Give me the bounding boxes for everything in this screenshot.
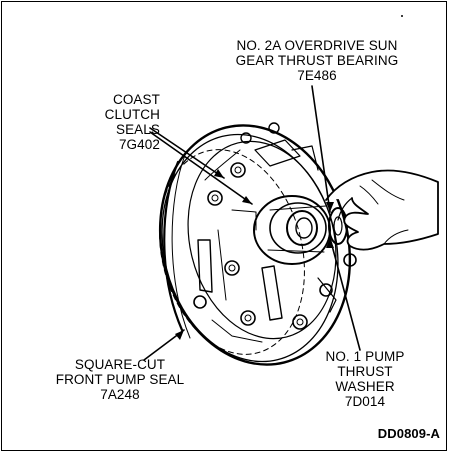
label-line: SEALS bbox=[115, 122, 160, 137]
label-line: GEAR THRUST BEARING bbox=[235, 53, 399, 68]
label-coast-clutch-seals: COAST CLUTCH SEALS 7G402 bbox=[70, 92, 160, 152]
label-line: SQUARE-CUT bbox=[74, 357, 166, 372]
leader-coast-2 bbox=[149, 131, 253, 205]
label-line: NO. 1 PUMP bbox=[325, 349, 405, 364]
leader-lines bbox=[143, 85, 361, 361]
leader-coast-1 bbox=[149, 127, 225, 179]
bolt-hole bbox=[207, 190, 223, 206]
pump-face bbox=[187, 140, 337, 340]
seal-groove bbox=[163, 160, 184, 332]
bolt-hole bbox=[292, 314, 308, 330]
bolt-hole bbox=[343, 253, 357, 267]
label-part-number: 7D014 bbox=[344, 394, 386, 409]
hub-middle bbox=[269, 202, 327, 254]
label-line: NO. 2A OVERDRIVE SUN bbox=[236, 38, 398, 53]
bolt-hole bbox=[230, 162, 246, 178]
hand bbox=[325, 169, 439, 251]
label-part-number: 7G402 bbox=[118, 137, 160, 152]
label-front-pump-seal: SQUARE-CUT FRONT PUMP SEAL 7A248 bbox=[40, 357, 200, 402]
label-line: CLUTCH bbox=[104, 107, 160, 122]
label-line: THRUST bbox=[337, 364, 393, 379]
label-part-number: 7A248 bbox=[100, 387, 140, 402]
pump-rear-edge bbox=[159, 149, 305, 355]
bolt-hole bbox=[193, 295, 207, 309]
oil-passage bbox=[197, 239, 213, 293]
leader-pump bbox=[329, 237, 361, 351]
label-line: FRONT PUMP SEAL bbox=[55, 372, 185, 387]
label-line: WASHER bbox=[335, 379, 395, 394]
oil-passage bbox=[261, 265, 283, 321]
bolt-hole bbox=[240, 310, 256, 326]
hub-bore bbox=[286, 210, 318, 246]
label-sun-gear-thrust-bearing: NO. 2A OVERDRIVE SUN GEAR THRUST BEARING… bbox=[206, 38, 428, 83]
bolt-hole bbox=[319, 283, 333, 297]
label-pump-thrust-washer: NO. 1 PUMP THRUST WASHER 7D014 bbox=[300, 349, 430, 409]
bolt-hole bbox=[240, 132, 252, 144]
bolt-hole bbox=[268, 122, 280, 134]
label-part-number: 7E486 bbox=[297, 68, 337, 83]
figure-code: DD0809-A bbox=[377, 426, 440, 441]
leader-sun bbox=[311, 85, 331, 213]
bolt-hole bbox=[224, 260, 240, 276]
label-line: COAST bbox=[112, 92, 160, 107]
thrust-washer bbox=[328, 207, 348, 245]
